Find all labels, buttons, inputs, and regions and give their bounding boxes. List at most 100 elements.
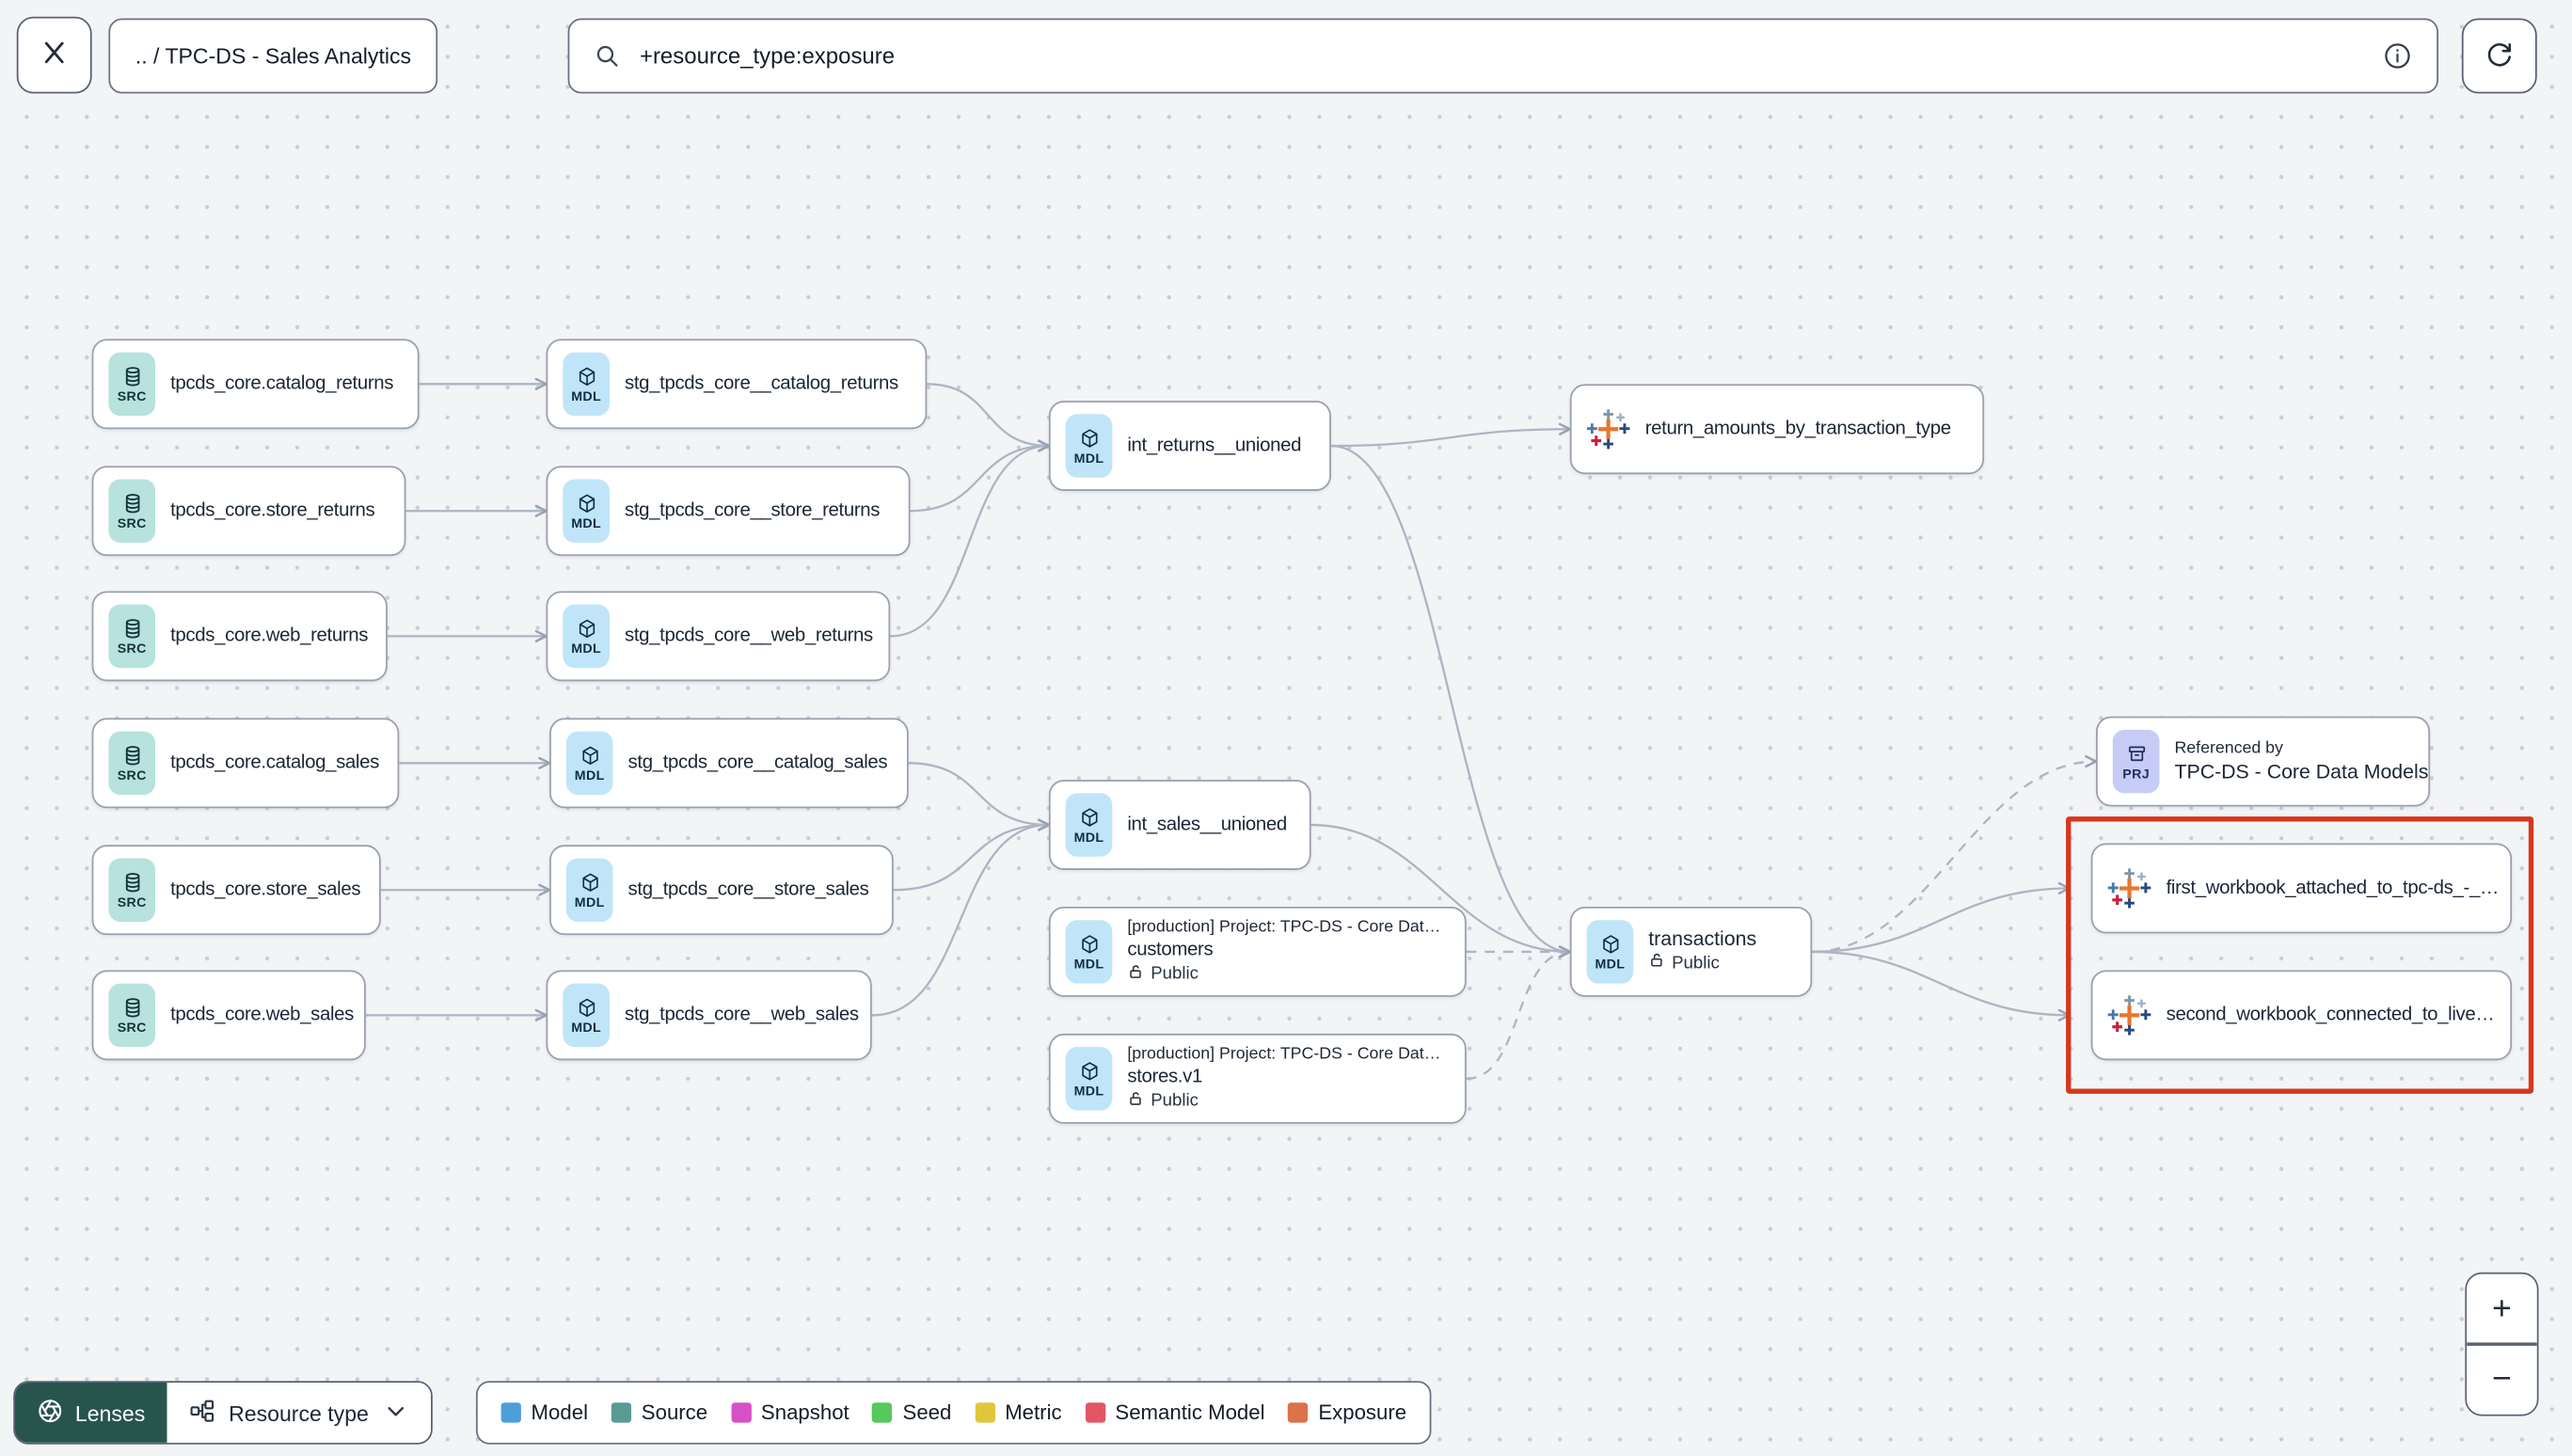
refresh-button[interactable] bbox=[2461, 18, 2537, 94]
info-icon[interactable] bbox=[2382, 40, 2414, 72]
legend-label: Metric bbox=[1005, 1401, 1062, 1425]
cube-icon: MDL bbox=[563, 352, 610, 417]
database-icon: SRC bbox=[108, 479, 156, 543]
legend: Model Source Snapshot Seed Metric Semantic Mo… bbox=[475, 1381, 1432, 1445]
node-label: tpcds_core.catalog_sales bbox=[170, 752, 379, 773]
node-stg_catalog_returns[interactable]: MDL stg_tpcds_core__catalog_returns bbox=[546, 339, 928, 430]
node-label: stg_tpcds_core__catalog_returns bbox=[624, 373, 898, 394]
node-src_store_returns[interactable]: SRC tpcds_core.store_returns bbox=[91, 466, 406, 557]
access-label: Public bbox=[1151, 1090, 1199, 1111]
node-stores[interactable]: MDL[production] Project: TPC-DS - Core D… bbox=[1048, 1033, 1467, 1124]
legend-item-exposure: Exposure bbox=[1288, 1401, 1406, 1424]
tableau-icon bbox=[2107, 866, 2151, 910]
node-label: stores.v1 bbox=[1127, 1066, 1202, 1087]
node-src_web_returns[interactable]: SRC tpcds_core.web_returns bbox=[91, 591, 388, 682]
legend-label: Snapshot bbox=[760, 1401, 849, 1425]
breadcrumb[interactable]: .. / TPC-DS - Sales Analytics bbox=[108, 18, 438, 94]
archive-icon: PRJ bbox=[2112, 729, 2160, 794]
close-button[interactable] bbox=[16, 16, 92, 94]
node-label: TPC-DS - Core Data Models bbox=[2174, 759, 2429, 783]
node-src_catalog_returns[interactable]: SRC tpcds_core.catalog_returns bbox=[91, 339, 420, 430]
legend-swatch bbox=[1085, 1402, 1105, 1423]
legend-label: Model bbox=[531, 1401, 588, 1425]
zoom-out-button[interactable]: − bbox=[2467, 1345, 2537, 1415]
database-icon: SRC bbox=[108, 858, 156, 922]
node-label: stg_tpcds_core__catalog_sales bbox=[627, 752, 888, 773]
cube-icon: MDL bbox=[563, 604, 610, 669]
node-customers[interactable]: MDL[production] Project: TPC-DS - Core D… bbox=[1048, 906, 1467, 997]
cube-icon: MDL bbox=[563, 479, 610, 543]
resource-type-dropdown[interactable]: Resource type bbox=[167, 1382, 431, 1443]
hierarchy-icon bbox=[188, 1397, 214, 1429]
legend-label: Source bbox=[641, 1401, 708, 1425]
edge-stg_catalog_sales-to-int_sales bbox=[908, 762, 1051, 831]
legend-label: Seed bbox=[902, 1401, 952, 1425]
edge-transactions-to-exp_first_workbook bbox=[1812, 881, 2071, 954]
node-label: customers bbox=[1127, 939, 1214, 960]
database-icon: SRC bbox=[108, 604, 156, 669]
access-label: Public bbox=[1151, 963, 1199, 984]
cube-icon: MDL bbox=[1065, 920, 1113, 984]
edge-stg_store_returns-to-int_returns bbox=[910, 439, 1051, 513]
node-label: stg_tpcds_core__web_sales bbox=[624, 1005, 859, 1026]
legend-item-model: Model bbox=[500, 1401, 588, 1425]
database-icon: SRC bbox=[108, 352, 156, 417]
node-src_store_sales[interactable]: SRC tpcds_core.store_sales bbox=[91, 845, 381, 936]
node-label: transactions bbox=[1648, 926, 1757, 950]
cube-icon: MDL bbox=[1065, 414, 1113, 478]
edge-stores-to-transactions bbox=[1466, 945, 1572, 1081]
legend-item-semantic-model: Semantic Model bbox=[1085, 1401, 1265, 1425]
chevron-down-icon bbox=[382, 1397, 408, 1429]
legend-item-metric: Metric bbox=[975, 1401, 1062, 1425]
node-label: second_workbook_connected_to_live… bbox=[2166, 1005, 2495, 1026]
legend-item-source: Source bbox=[611, 1401, 707, 1424]
database-icon: SRC bbox=[108, 731, 156, 796]
node-exp_return_amounts[interactable]: return_amounts_by_transaction_type bbox=[1569, 384, 1985, 475]
node-label: tpcds_core.store_returns bbox=[170, 500, 375, 521]
node-label: tpcds_core.store_sales bbox=[170, 879, 361, 900]
node-label: int_sales__unioned bbox=[1127, 815, 1287, 835]
lock-open-icon bbox=[1127, 1090, 1144, 1115]
legend-swatch bbox=[730, 1402, 752, 1423]
cube-icon: MDL bbox=[565, 858, 613, 922]
edge-int_returns-to-transactions bbox=[1330, 444, 1572, 958]
legend-swatch bbox=[611, 1402, 632, 1423]
edge-stg_catalog_returns-to-int_returns bbox=[927, 383, 1051, 452]
node-label: tpcds_core.web_returns bbox=[170, 625, 369, 647]
lenses-label: Lenses bbox=[74, 1400, 146, 1426]
node-exp_second_workbook[interactable]: second_workbook_connected_to_live… bbox=[2090, 970, 2513, 1061]
zoom-controls: + − bbox=[2465, 1272, 2539, 1416]
legend-swatch bbox=[500, 1402, 521, 1423]
legend-swatch bbox=[1288, 1402, 1309, 1423]
zoom-divider bbox=[2467, 1342, 2537, 1346]
node-label: int_returns__unioned bbox=[1127, 435, 1302, 456]
edge-int_returns-to-exp_return_amounts bbox=[1330, 422, 1572, 448]
search-input[interactable] bbox=[636, 41, 2367, 71]
lock-open-icon bbox=[1648, 953, 1665, 977]
edge-stg_web_returns-to-int_returns bbox=[890, 439, 1051, 638]
tableau-icon bbox=[1586, 407, 1630, 451]
node-int_returns[interactable]: MDL int_returns__unioned bbox=[1048, 401, 1331, 491]
legend-item-snapshot: Snapshot bbox=[730, 1401, 849, 1425]
legend-label: Semantic Model bbox=[1115, 1401, 1265, 1425]
node-src_catalog_sales[interactable]: SRC tpcds_core.catalog_sales bbox=[91, 718, 400, 809]
lens-controls: Lenses Resource type bbox=[13, 1381, 433, 1445]
resource-type-label: Resource type bbox=[229, 1400, 369, 1426]
edge-transactions-to-ref_project bbox=[1812, 754, 2098, 954]
lenses-button[interactable]: Lenses bbox=[14, 1382, 167, 1443]
node-exp_first_workbook[interactable]: first_workbook_attached_to_tpc-ds_-_… bbox=[2090, 843, 2513, 934]
legend-swatch bbox=[872, 1402, 893, 1423]
breadcrumb-label: .. / TPC-DS - Sales Analytics bbox=[135, 43, 412, 69]
node-label: tpcds_core.catalog_returns bbox=[170, 373, 394, 394]
zoom-in-button[interactable]: + bbox=[2467, 1274, 2537, 1343]
